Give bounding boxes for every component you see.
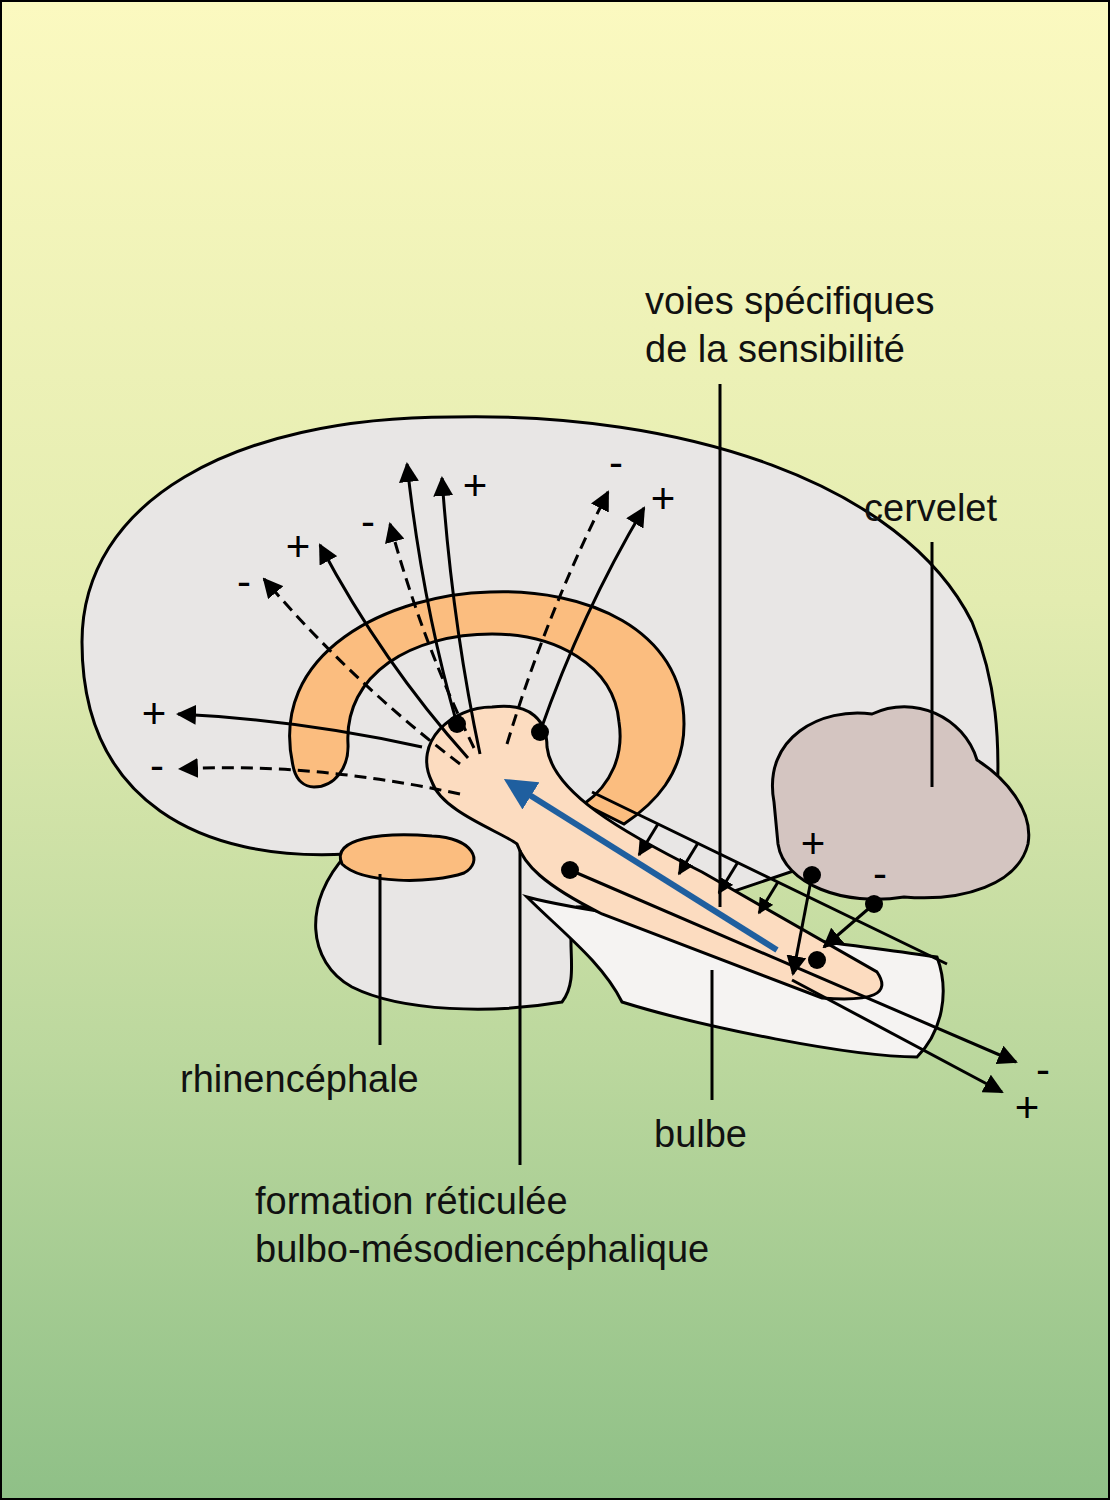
polarity-sign: -: [150, 745, 164, 787]
neuron-dot: [803, 866, 821, 884]
polarity-sign: -: [361, 501, 375, 543]
ascending-arrow: [512, 784, 777, 950]
rhinencephale-part: [340, 835, 474, 881]
part-label: rhinencéphale: [180, 1055, 500, 1103]
polarity-sign: -: [1036, 1049, 1050, 1091]
polarity-sign: +: [1015, 1087, 1040, 1129]
neuron-dot: [808, 951, 826, 969]
polarity-sign: -: [873, 853, 887, 895]
descending-projections: [570, 870, 1016, 1092]
part-label: formation réticulée bulbo-mésodiencéphal…: [255, 1177, 735, 1273]
label-holder: cervelet: [864, 484, 1064, 532]
label-holder: rhinencéphale: [180, 1055, 500, 1103]
neuron-dot: [448, 715, 466, 733]
polarity-sign: +: [801, 823, 826, 865]
part-label: cervelet: [864, 484, 1064, 532]
neuron-dot: [561, 861, 579, 879]
line-spacer: [595, 1177, 735, 1225]
sensory-tract: [592, 792, 947, 964]
label-holder: bulbe: [654, 1110, 814, 1158]
polarity-sign: -: [609, 442, 623, 484]
polarity-sign: +: [463, 465, 488, 507]
neuron-dot: [865, 895, 883, 913]
polarity-sign: -: [237, 561, 251, 603]
neuron-dot: [531, 723, 549, 741]
cerebellum: [772, 707, 1028, 900]
polarity-sign: +: [651, 478, 676, 520]
polarity-sign: +: [286, 526, 311, 568]
reticular-formation: [427, 706, 882, 999]
part-label: bulbe: [654, 1110, 814, 1158]
label-holder: voies spécifiques de la sensibilité: [645, 277, 967, 373]
label-holder: formation réticulée bulbo-mésodiencéphal…: [255, 1177, 735, 1273]
leader-lines: [380, 384, 932, 1165]
part-label: voies spécifiques de la sensibilité: [645, 277, 967, 373]
polarity-sign: +: [142, 693, 167, 735]
collateral-arrows: [639, 824, 778, 913]
cortical-projections: [178, 464, 644, 794]
